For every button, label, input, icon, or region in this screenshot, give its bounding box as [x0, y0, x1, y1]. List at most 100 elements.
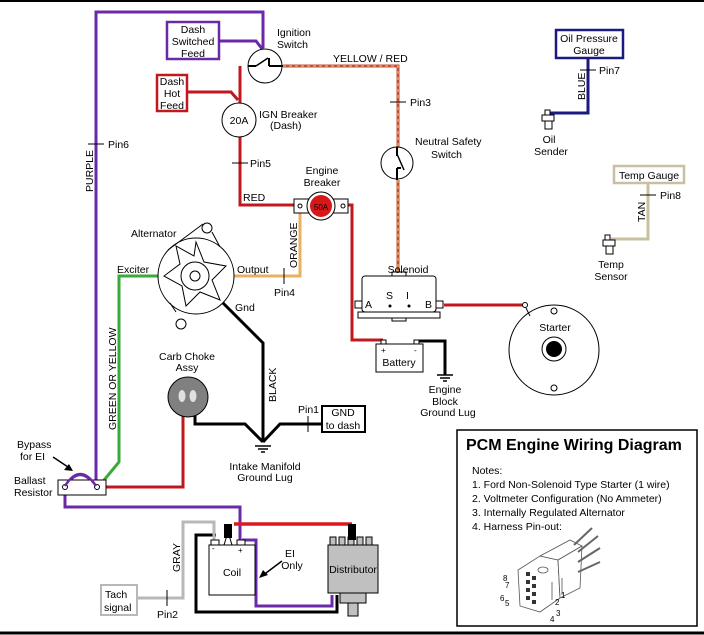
notes-heading: Notes: — [472, 465, 502, 477]
tach-signal-line2: signal — [104, 602, 131, 614]
temp-gauge-box: Temp Gauge — [612, 164, 686, 185]
alternator-exciter-label: Exciter — [117, 264, 150, 276]
pinout-label-8: 8 — [503, 574, 508, 583]
carb-choke: Carb Choke Assy — [159, 351, 215, 418]
ign-breaker-label-1: IGN Breaker — [259, 109, 318, 121]
green-yellow-wire-label: GREEN OR YELLOW — [107, 327, 119, 430]
engine-block-ground-line3: Ground Lug — [420, 407, 476, 419]
pin2-label: Pin2 — [157, 609, 178, 621]
bypass-line2: for EI — [20, 451, 45, 463]
ei-only-line2: Only — [281, 560, 303, 572]
tach-signal-line1: Tach — [105, 589, 127, 601]
engine-breaker-label-1: Engine — [306, 165, 339, 177]
gray-wire-label: GRAY — [171, 543, 183, 572]
pinout-label-2: 2 — [555, 598, 560, 607]
tan-wire-label: TAN — [636, 202, 648, 222]
engine-block-ground-line1: Engine — [429, 384, 462, 396]
engine-block-ground-line2: Block — [432, 396, 458, 408]
pinout-label-1: 1 — [561, 591, 566, 600]
oil-pressure-gauge-line2: Gauge — [573, 45, 605, 57]
alternator-label: Alternator — [131, 228, 177, 240]
ignition-switch: Ignition Switch — [247, 27, 311, 84]
wire-yellow-red-stripe — [283, 65, 399, 147]
bypass-annotation: Bypass for EI — [17, 439, 73, 471]
pinout-label-6: 6 — [500, 594, 505, 603]
dash-hot-feed-line1: Dash — [160, 76, 185, 88]
yellow-red-wire-label: YELLOW / RED — [333, 53, 408, 65]
ei-only-line1: EI — [285, 548, 295, 560]
engine-breaker-rating: 50A — [314, 203, 329, 212]
intake-ground-line1: Intake Manifold — [229, 461, 300, 473]
oil-sender: Oil Sender — [534, 109, 568, 158]
red-wire-label: RED — [243, 192, 266, 204]
note-4: 4. Harness Pin-out: — [472, 521, 562, 533]
temp-sensor-line1: Temp — [598, 259, 624, 271]
solenoid: Solenoid A S I B — [354, 264, 444, 322]
pinout-label-7: 7 — [505, 581, 510, 590]
gnd-to-dash-box: GND to dash — [321, 405, 366, 433]
harness-connector-illustration — [517, 527, 601, 613]
temp-sensor: Temp Sensor — [594, 234, 628, 283]
blue-wire-label: BLUE — [576, 73, 588, 100]
wire-red-hot-feed — [187, 90, 240, 101]
ign-breaker-rating: 20A — [230, 115, 249, 127]
wire-black-alt-gnd — [220, 300, 265, 440]
engine-breaker-label-2: Breaker — [304, 177, 341, 189]
pinout-label-4: 4 — [550, 615, 555, 624]
ballast-line1: Ballast — [14, 475, 46, 487]
wire-green — [98, 274, 158, 486]
ei-only-annotation: EI Only — [259, 548, 304, 578]
notes-box: PCM Engine Wiring Diagram Notes: 1. Ford… — [456, 429, 698, 627]
pin8-label: Pin8 — [660, 190, 681, 202]
wire-orange — [234, 208, 302, 278]
solenoid-terminal-s: S — [386, 290, 393, 302]
dash-switched-feed-box: Dash Switched Feed — [165, 20, 221, 61]
pin4-label: Pin4 — [274, 287, 295, 299]
pin6-label: Pin6 — [108, 139, 129, 151]
starter: Starter — [508, 302, 600, 396]
ign-breaker: 20A IGN Breaker (Dash) — [221, 102, 318, 138]
alternator: Alternator Exciter Output Gnd — [117, 222, 269, 330]
oil-pressure-gauge-line1: Oil Pressure — [560, 33, 618, 45]
battery-plus: + — [381, 346, 386, 355]
wire-purple-main — [94, 10, 265, 485]
diagram-title: PCM Engine Wiring Diagram — [466, 437, 682, 454]
dash-hot-feed-line2: Hot — [164, 88, 180, 100]
solenoid-terminal-b: B — [425, 299, 432, 311]
wire-red-breaker-engine — [238, 136, 298, 207]
ignition-switch-label-2: Switch — [277, 39, 308, 51]
dash-switched-feed-line1: Dash — [181, 24, 206, 36]
engine-block-ground: Engine Block Ground Lug — [420, 374, 476, 419]
note-3: 3. Internally Regulated Alternator — [472, 507, 625, 519]
note-1: 1. Ford Non-Solenoid Type Starter (1 wir… — [472, 479, 670, 491]
dash-switched-feed-line2: Switched — [172, 36, 215, 48]
dash-hot-feed-box: Dash Hot Feed — [155, 73, 189, 113]
gnd-to-dash-line2: to dash — [326, 420, 361, 432]
temp-gauge-label: Temp Gauge — [619, 170, 679, 182]
starter-label: Starter — [539, 322, 571, 334]
wire-purple-ei — [242, 538, 334, 608]
distributor-label: Distributor — [329, 564, 377, 576]
oil-pressure-gauge-box: Oil Pressure Gauge — [554, 28, 625, 60]
wire-black-battery-gnd — [418, 339, 447, 375]
battery: + - Battery — [375, 339, 424, 373]
battery-minus: - — [414, 346, 417, 355]
pinout-label-3: 3 — [556, 609, 561, 618]
wire-blue — [548, 58, 590, 115]
solenoid-label: Solenoid — [388, 264, 429, 276]
solenoid-terminal-a: A — [365, 299, 372, 311]
carb-choke-line1: Carb Choke — [159, 351, 215, 363]
engine-breaker: 50A Engine Breaker — [293, 165, 349, 221]
pin1-label: Pin1 — [298, 404, 319, 416]
wire-gray — [137, 520, 216, 600]
ign-breaker-label-2: (Dash) — [270, 120, 302, 132]
oil-sender-line1: Oil — [543, 134, 556, 146]
pin5-label: Pin5 — [250, 158, 271, 170]
pin3-label: Pin3 — [410, 97, 431, 109]
wire-purple-dash-feed — [219, 39, 265, 51]
purple-wire-label: PURPLE — [84, 150, 96, 192]
black-wire-label: BLACK — [267, 368, 279, 402]
pinout-label-5: 5 — [505, 599, 510, 608]
coil-plus: + — [238, 546, 243, 555]
